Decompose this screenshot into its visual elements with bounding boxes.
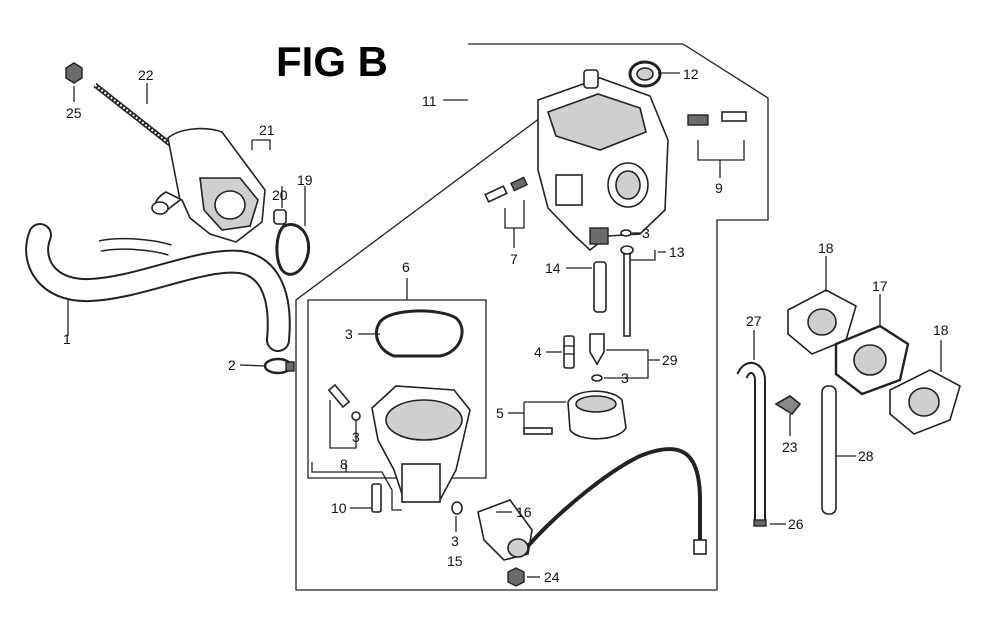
callout-1: 1	[63, 331, 71, 347]
callout-16: 16	[516, 504, 532, 520]
leader-lines	[67, 72, 942, 578]
callout-7: 7	[510, 251, 518, 267]
callout-25: 25	[66, 105, 82, 121]
callout-12: 12	[683, 66, 699, 82]
main-nozzle	[620, 245, 634, 337]
carburetor-body	[537, 69, 669, 252]
emulsion-tube	[593, 261, 607, 313]
callout-labels: 22 25 21 20 19 1 2 11 12 9 7 3 13 14 4 2…	[63, 66, 949, 585]
callout-27: 27	[746, 313, 762, 329]
breather-tube	[25, 223, 291, 352]
drain-tube	[821, 385, 837, 515]
float-chamber	[371, 385, 471, 503]
carburetor-cap	[628, 60, 662, 88]
callout-17: 17	[872, 278, 888, 294]
carburetor-gasket-lower	[889, 369, 961, 435]
drain-screw	[327, 383, 361, 421]
small-washer-b	[591, 374, 603, 382]
callout-2: 2	[228, 357, 236, 373]
callout-3-solenoid: 3	[451, 533, 459, 549]
callout-5: 5	[496, 405, 504, 421]
callout-29: 29	[662, 352, 678, 368]
callout-3-top: 3	[642, 225, 650, 241]
callout-9: 9	[715, 180, 723, 196]
callout-24: 24	[544, 569, 560, 585]
insulator-manifold	[151, 127, 266, 243]
callout-3-mid: 3	[621, 370, 629, 386]
small-washer-a	[620, 229, 632, 237]
callout-13: 13	[669, 244, 685, 260]
solenoid-screw	[507, 567, 525, 587]
figure-title: FIG B	[276, 38, 388, 85]
callout-14: 14	[545, 260, 561, 276]
pilot-screw	[484, 176, 528, 203]
needle-valve	[589, 333, 605, 366]
callout-18-upper: 18	[818, 240, 834, 256]
drain-bolt	[371, 483, 382, 513]
hose-clamp	[263, 357, 295, 375]
callout-22: 22	[138, 67, 154, 83]
callout-20: 20	[272, 187, 288, 203]
fuel-cut-solenoid	[477, 446, 707, 561]
callout-3-gasket: 3	[345, 326, 353, 342]
nut	[65, 62, 83, 84]
callout-26: 26	[788, 516, 804, 532]
main-jet	[563, 335, 575, 369]
callout-19: 19	[297, 172, 313, 188]
chamber-gasket	[375, 309, 464, 358]
tube-fitting	[753, 519, 767, 527]
carburetor-assembly-outline	[295, 43, 769, 591]
gasket-ring	[275, 223, 311, 276]
fuel-tube	[736, 361, 766, 522]
callout-8: 8	[340, 456, 348, 472]
callout-11: 11	[422, 93, 437, 109]
callout-3-drain: 3	[352, 429, 360, 445]
callout-18-lower: 18	[933, 322, 949, 338]
carburetor-gasket-upper	[787, 289, 857, 355]
callout-23: 23	[782, 439, 798, 455]
callout-15: 15	[447, 553, 463, 569]
callout-10: 10	[331, 500, 347, 516]
float	[523, 390, 627, 440]
float-chamber-outline	[307, 299, 487, 479]
solenoid-washer	[451, 501, 463, 515]
callout-6: 6	[402, 259, 410, 275]
throttle-stop-screw	[687, 111, 747, 126]
tube-clip	[774, 395, 802, 416]
callout-4: 4	[534, 344, 542, 360]
stud-bolt	[93, 83, 182, 154]
callout-28: 28	[858, 448, 874, 464]
collar	[273, 209, 287, 225]
callout-21: 21	[259, 122, 275, 138]
